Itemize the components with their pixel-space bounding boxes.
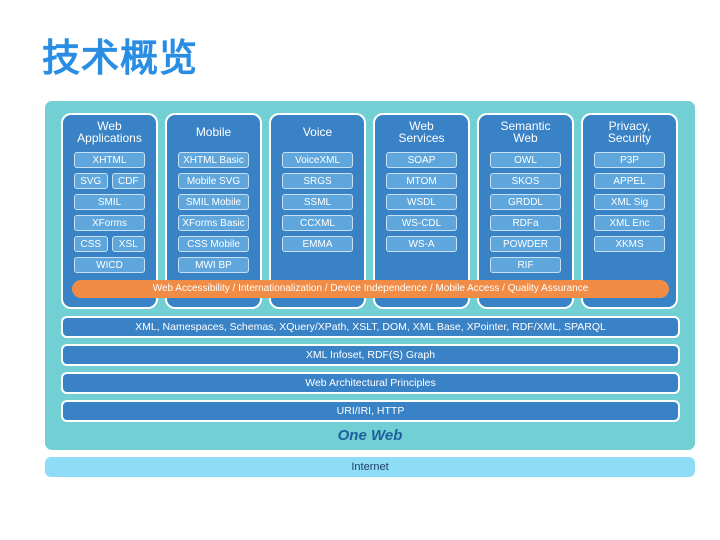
technology-pill: CSS Mobile — [178, 236, 249, 252]
technology-pill: CDF — [111, 173, 145, 189]
technology-pill: SVG — [74, 173, 108, 189]
technology-pill: RDFa — [490, 215, 561, 231]
technology-pill: SOAP — [386, 152, 457, 168]
column-title: Web Applications — [77, 119, 142, 145]
column-title: Privacy, Security — [607, 119, 652, 145]
item-row: SSML — [282, 194, 353, 210]
column-title: Voice — [302, 125, 333, 139]
technology-pill: SKOS — [490, 173, 561, 189]
technology-pill: Mobile SVG — [178, 173, 249, 189]
item-row: XML Enc — [594, 215, 665, 231]
item-row: XHTML — [74, 152, 145, 168]
technology-pill: POWDER — [490, 236, 561, 252]
column-items: SOAP MTOM WSDL WS-CDL WS-A — [386, 152, 457, 257]
item-row: XForms Basic — [178, 215, 249, 231]
column-title: Mobile — [195, 125, 232, 139]
one-web-label: One Web — [337, 427, 403, 444]
item-row: RDFa — [490, 215, 561, 231]
technology-pill: WSDL — [386, 194, 457, 210]
layer-infoset-graph: XML Infoset, RDF(S) Graph — [61, 344, 680, 366]
item-row: Mobile SVG — [178, 173, 249, 189]
item-row: WICD — [74, 257, 145, 273]
item-row: XML Sig — [594, 194, 665, 210]
column-title: Web Services — [398, 119, 445, 145]
layer-xml-stack: XML, Namespaces, Schemas, XQuery/XPath, … — [61, 316, 680, 338]
item-row: XKMS — [594, 236, 665, 252]
item-row: XForms — [74, 215, 145, 231]
technology-pill: XML Enc — [594, 215, 665, 231]
technology-pill: CCXML — [282, 215, 353, 231]
technology-pill: OWL — [490, 152, 561, 168]
item-row: MWI BP — [178, 257, 249, 273]
item-row: SKOS — [490, 173, 561, 189]
technology-pill: WICD — [74, 257, 145, 273]
item-row: SRGS — [282, 173, 353, 189]
technology-pill: SRGS — [282, 173, 353, 189]
item-row: EMMA — [282, 236, 353, 252]
technology-pill: MTOM — [386, 173, 457, 189]
technology-pill: SMIL Mobile — [178, 194, 249, 210]
item-row: SOAP — [386, 152, 457, 168]
technology-pill: XForms — [74, 215, 145, 231]
technology-pill: WS-CDL — [386, 215, 457, 231]
item-row: WS-A — [386, 236, 457, 252]
item-row: GRDDL — [490, 194, 561, 210]
technology-pill: MWI BP — [178, 257, 249, 273]
technology-pill: CSS — [74, 236, 108, 252]
column-title: Semantic Web — [500, 119, 551, 145]
technology-pill: WS-A — [386, 236, 457, 252]
item-row: XHTML Basic — [178, 152, 249, 168]
item-row: SMIL Mobile — [178, 194, 249, 210]
item-row: CSS Mobile — [178, 236, 249, 252]
technology-pill: GRDDL — [490, 194, 561, 210]
page-title: 技术概览 — [42, 36, 199, 80]
item-row: P3P — [594, 152, 665, 168]
item-row: WS-CDL — [386, 215, 457, 231]
layer-uri-http: URI/IRI, HTTP — [61, 400, 680, 422]
technology-pill: P3P — [594, 152, 665, 168]
internet-layer: Internet — [45, 457, 695, 477]
layer-architectural-principles: Web Architectural Principles — [61, 372, 680, 394]
technology-pill: XML Sig — [594, 194, 665, 210]
technology-pill: XHTML — [74, 152, 145, 168]
technology-pill: XSL — [111, 236, 145, 252]
item-row: RIF — [490, 257, 561, 273]
technology-pill: EMMA — [282, 236, 353, 252]
technology-pill: XKMS — [594, 236, 665, 252]
item-row: SMIL — [74, 194, 145, 210]
item-row: WSDL — [386, 194, 457, 210]
technology-pill: SMIL — [74, 194, 145, 210]
technology-pill: XHTML Basic — [178, 152, 249, 168]
item-row: MTOM — [386, 173, 457, 189]
technology-pill: APPEL — [594, 173, 665, 189]
item-row: POWDER — [490, 236, 561, 252]
column-items: VoiceXML SRGS SSML CCXML EMMA — [282, 152, 353, 257]
cross-cutting-band: Web Accessibility / Internationalization… — [72, 280, 669, 298]
item-row: OWL — [490, 152, 561, 168]
item-row: APPEL — [594, 173, 665, 189]
item-row: VoiceXML — [282, 152, 353, 168]
technology-pill: RIF — [490, 257, 561, 273]
technology-pill: VoiceXML — [282, 152, 353, 168]
item-row: CCXML — [282, 215, 353, 231]
technology-pill: XForms Basic — [178, 215, 249, 231]
technology-pill: SSML — [282, 194, 353, 210]
